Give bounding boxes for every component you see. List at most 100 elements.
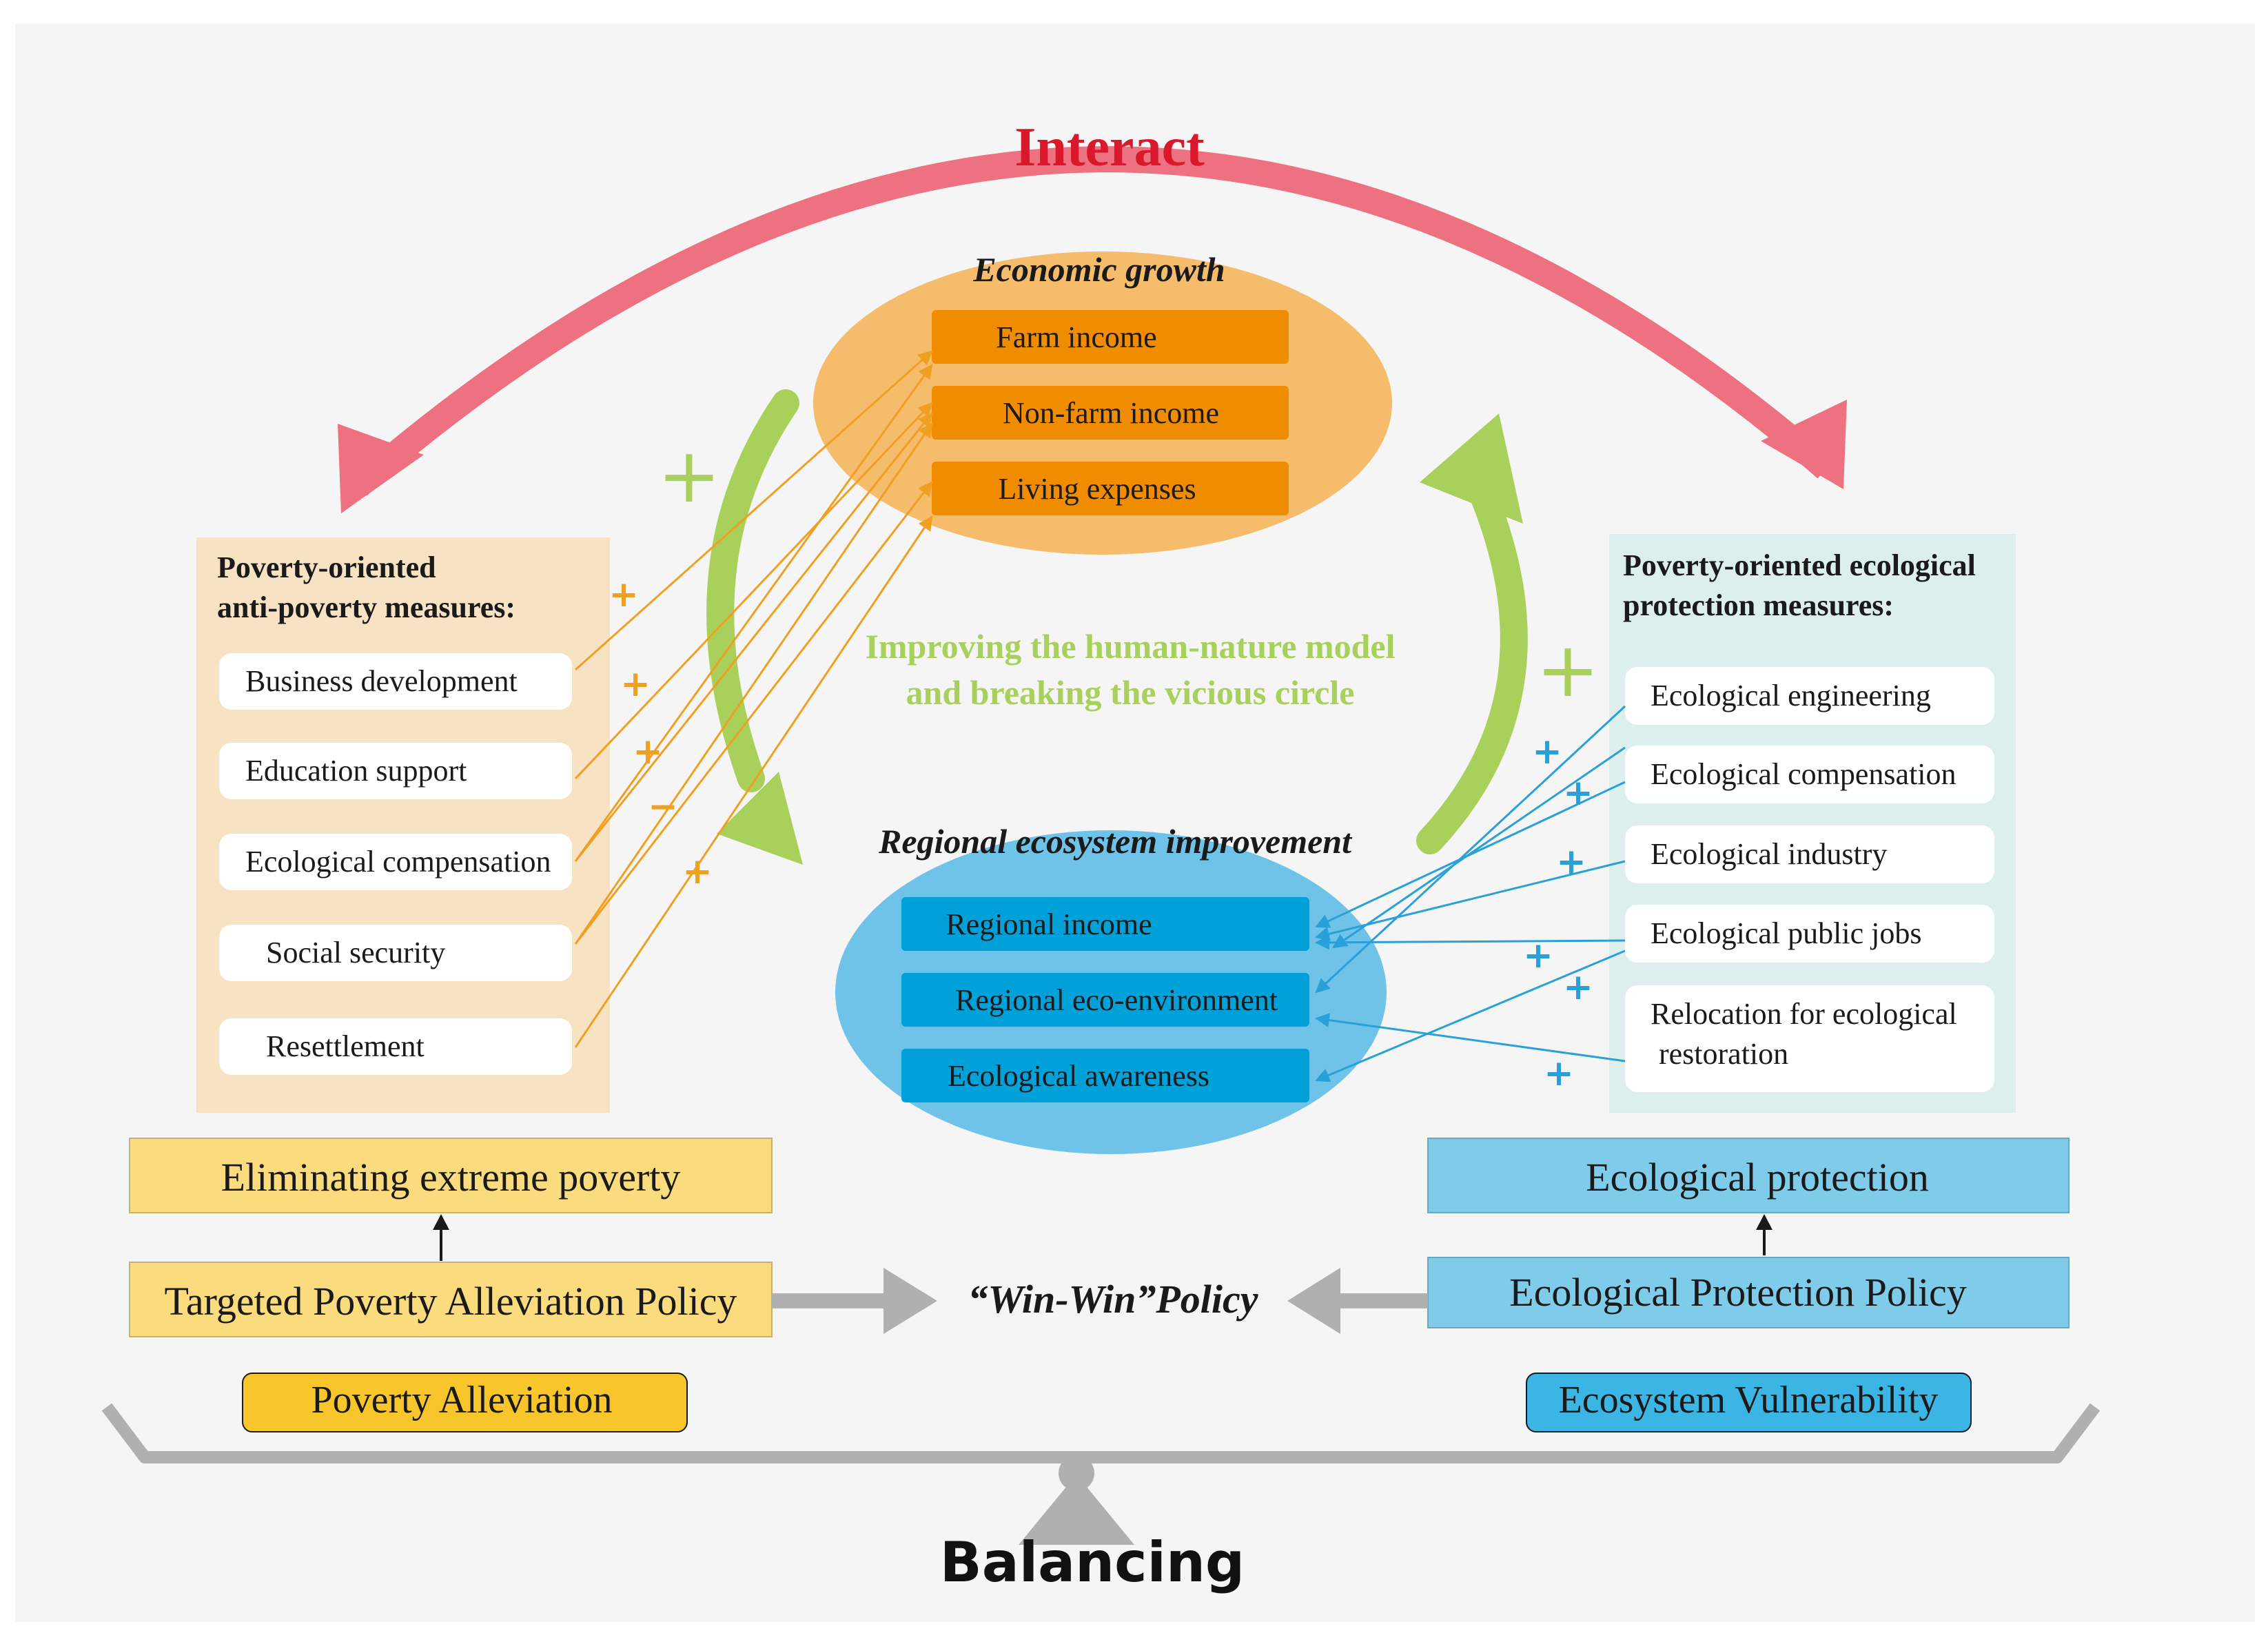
- cycle-sign-left: +: [657, 431, 721, 520]
- right-panel-title-line-1: Poverty-oriented ecological: [1623, 548, 1976, 582]
- win-win-arrowhead-left: [883, 1268, 937, 1334]
- ecosystem-vulnerability-tag: [1526, 1373, 1972, 1432]
- poverty-alleviation-label: Poverty Alleviation: [311, 1379, 612, 1421]
- right-sign-5: +: [1563, 967, 1593, 1008]
- poverty-alleviation-tag: [242, 1373, 688, 1432]
- right-measure-label: Relocation for ecological: [1651, 997, 1957, 1031]
- balancing-label: Balancing: [940, 1530, 1245, 1594]
- left-policy-label: Targeted Poverty Alleviation Policy: [165, 1279, 737, 1324]
- regional-item-box: [901, 973, 1309, 1027]
- orange-connector: [574, 515, 933, 1048]
- left-measure-box: [219, 743, 572, 799]
- regional-item-label: Ecological awareness: [948, 1059, 1209, 1093]
- balance-fulcrum: [1019, 1475, 1134, 1545]
- blue-connector: [1314, 935, 1626, 950]
- orange-connector: [574, 412, 933, 862]
- blue-connector: [1315, 705, 1626, 994]
- left-sign-2: +: [620, 664, 651, 705]
- orange-connector: [574, 481, 933, 945]
- economic-item-box: [932, 310, 1289, 364]
- left-measure-box: [219, 653, 572, 710]
- left-measures-panel: [196, 537, 610, 1113]
- blue-connector: [1332, 746, 1626, 949]
- right-measure-box: [1625, 985, 1994, 1092]
- center-text-line-1: Improving the human-nature model: [865, 627, 1395, 666]
- orange-connector: [574, 422, 933, 945]
- left-goal-box: [129, 1138, 773, 1213]
- interact-title: Interact: [1014, 117, 1205, 178]
- economic-growth-title: Economic growth: [972, 250, 1225, 289]
- left-measure-label: Ecological compensation: [245, 845, 551, 878]
- left-measure-box: [219, 925, 572, 981]
- right-measure-box: [1625, 825, 1994, 883]
- left-measure-label: Business development: [245, 664, 518, 698]
- economic-item-label: Non-farm income: [1003, 396, 1219, 430]
- blue-connector: [1314, 1013, 1626, 1062]
- right-goal-box: [1427, 1138, 2070, 1213]
- left-goal-arrowhead: [433, 1214, 449, 1230]
- economic-item-label: Living expenses: [998, 472, 1196, 506]
- regional-ecosystem-title: Regional ecosystem improvement: [878, 822, 1353, 861]
- right-policy-label: Ecological Protection Policy: [1509, 1270, 1967, 1315]
- economic-item-label: Farm income: [996, 320, 1156, 354]
- green-cycle-arrow-left: [706, 389, 799, 792]
- left-measure-label: Social security: [266, 936, 445, 969]
- right-goal-label: Ecological protection: [1586, 1155, 1929, 1200]
- green-arrowhead-right: [1420, 413, 1523, 524]
- left-sign-5: +: [682, 851, 713, 892]
- left-panel-title-line-1: Poverty-oriented: [217, 551, 436, 584]
- right-measure-box: [1625, 667, 1994, 725]
- right-panel-title-line-2: protection measures:: [1623, 588, 1894, 622]
- left-connector-lines: [574, 350, 933, 1048]
- ecosystem-vulnerability-label: Ecosystem Vulnerability: [1559, 1379, 1939, 1421]
- right-policy-box: [1427, 1257, 2070, 1328]
- balance-pivot: [1059, 1455, 1094, 1491]
- regional-item-label: Regional eco-environment: [955, 983, 1278, 1017]
- blue-connector: [1315, 949, 1626, 1082]
- balance-beam: [101, 1403, 2101, 1463]
- right-sign-3: +: [1556, 841, 1586, 883]
- right-measure-box: [1625, 746, 1994, 803]
- right-measure-label: Ecological industry: [1651, 837, 1887, 871]
- interact-arrowhead-left: [338, 424, 424, 513]
- interact-arrowhead-right: [1761, 400, 1847, 489]
- right-measure-label: Ecological public jobs: [1651, 916, 1921, 950]
- left-sign-4: −: [648, 786, 678, 828]
- green-cycle-arrow-right: [1416, 462, 1528, 854]
- right-measure-label: Ecological engineering: [1651, 679, 1931, 712]
- left-goal-label: Eliminating extreme poverty: [221, 1155, 681, 1200]
- right-goal-arrowhead: [1756, 1214, 1772, 1230]
- orange-connector: [574, 364, 933, 862]
- left-panel-title-line-2: anti-poverty measures:: [217, 590, 515, 624]
- win-win-arrowhead-right: [1287, 1268, 1340, 1334]
- economic-item-box: [932, 462, 1289, 515]
- regional-item-label: Regional income: [946, 907, 1152, 941]
- economic-item-box: [932, 386, 1289, 440]
- win-win-policy-label: “Win-Win”Policy: [968, 1277, 1258, 1322]
- regional-item-box: [901, 1049, 1309, 1102]
- right-measure-label: Ecological compensation: [1651, 757, 1957, 791]
- left-measure-box: [219, 834, 572, 890]
- right-measure-label: restoration: [1659, 1037, 1788, 1071]
- right-measure-box: [1625, 905, 1994, 963]
- center-text-line-2: and breaking the vicious circle: [906, 673, 1355, 712]
- right-sign-1: +: [1532, 731, 1562, 772]
- left-measure-box: [219, 1018, 572, 1075]
- green-arrowhead-left: [717, 772, 803, 865]
- orange-connector: [575, 350, 933, 671]
- orange-connector: [574, 402, 933, 780]
- left-measure-label: Resettlement: [266, 1029, 425, 1063]
- left-measure-label: Education support: [245, 754, 467, 788]
- left-sign-1: +: [609, 574, 639, 615]
- right-sign-6: +: [1544, 1053, 1574, 1094]
- right-sign-2: +: [1563, 772, 1593, 814]
- regional-item-box: [901, 897, 1309, 951]
- right-sign-4: +: [1523, 935, 1553, 976]
- cycle-sign-right: +: [1536, 626, 1600, 714]
